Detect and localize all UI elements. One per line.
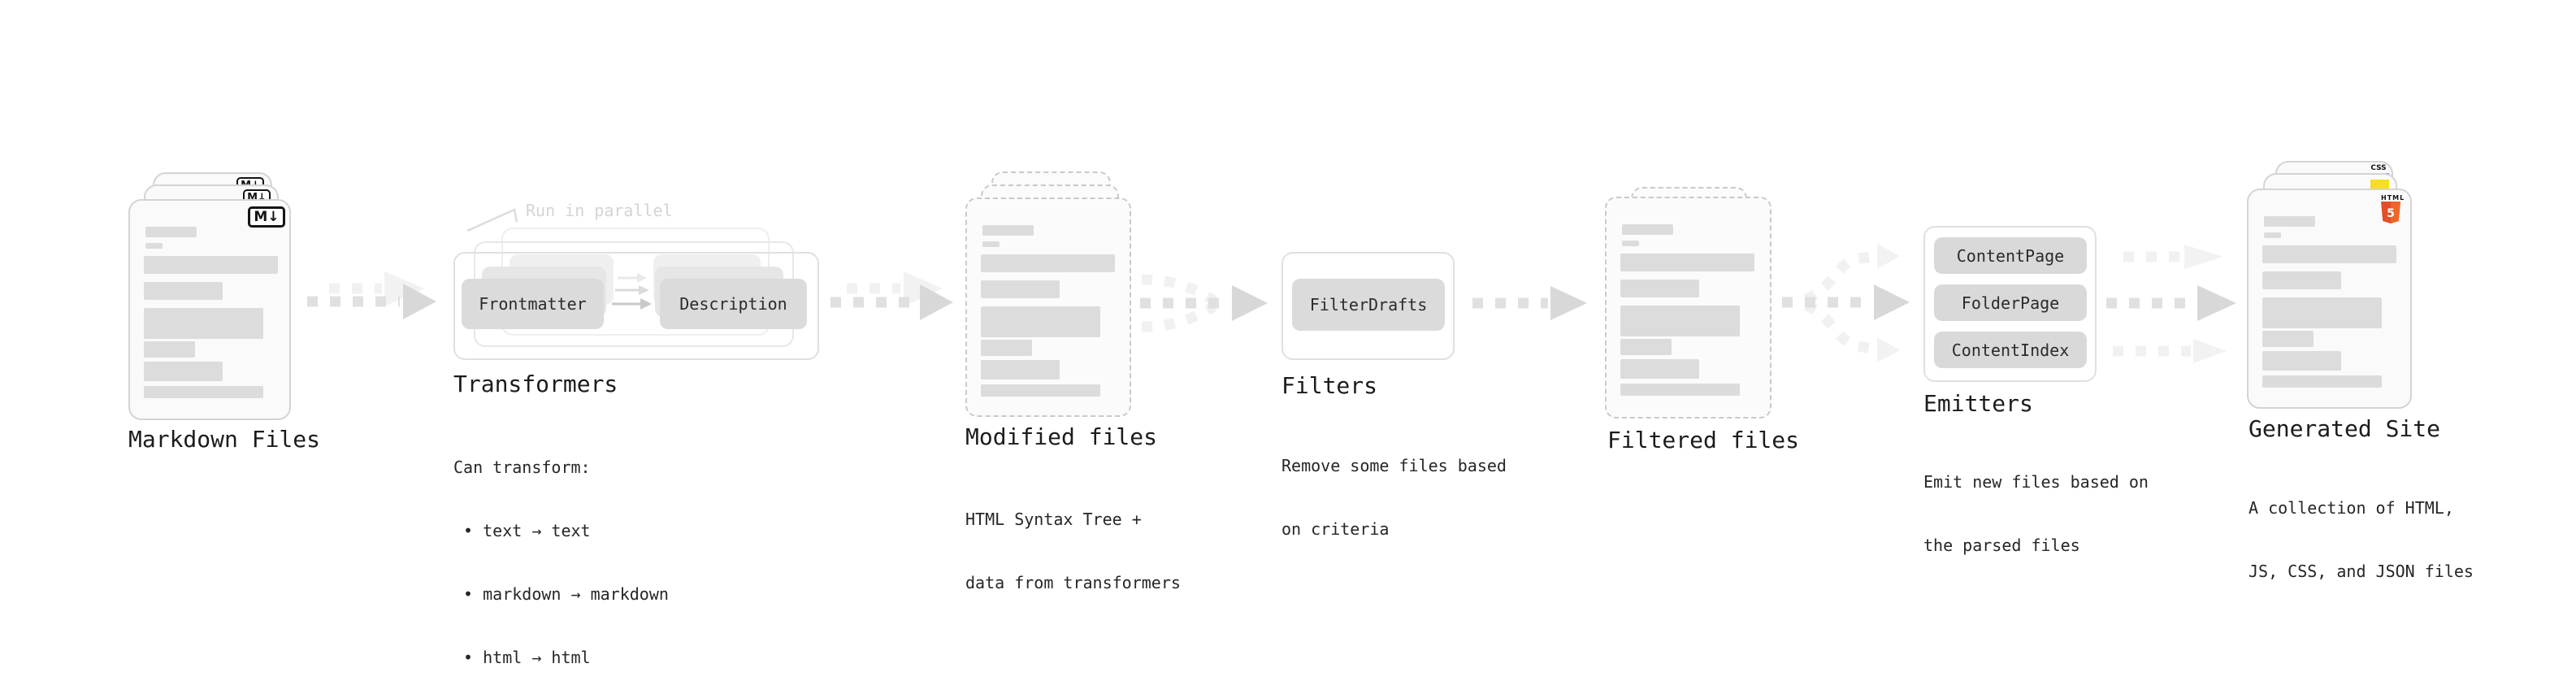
arrow-filters-to-filtered bbox=[1472, 286, 1587, 320]
arrow-markdown-to-transformers bbox=[307, 271, 436, 319]
placeholder-text-bar bbox=[144, 256, 278, 274]
modified-files-title: Modified files bbox=[965, 423, 1158, 450]
run-in-parallel-note: Run in parallel bbox=[526, 201, 673, 220]
caption-line: Remove some files based bbox=[1281, 456, 1507, 475]
caption-line: HTML Syntax Tree + bbox=[965, 510, 1142, 529]
caption-line: • markdown → markdown bbox=[453, 584, 669, 604]
html5-icon-label: HTML bbox=[2381, 194, 2405, 202]
placeholder-text-bar bbox=[982, 225, 1034, 236]
filterdrafts-box: FilterDrafts bbox=[1292, 279, 1445, 331]
transformer-frame-front bbox=[453, 252, 819, 360]
caption-line: the parsed files bbox=[1923, 536, 2080, 555]
html5-shield: 5 bbox=[2381, 202, 2400, 223]
folderpage-box: FolderPage bbox=[1934, 284, 2087, 321]
placeholder-text-bar bbox=[145, 227, 197, 237]
emitters-frame bbox=[1923, 226, 2097, 382]
caption-line: Emit new files based on bbox=[1923, 472, 2149, 492]
arrow-transformers-to-modified bbox=[830, 271, 953, 320]
svg-text:5: 5 bbox=[2387, 207, 2395, 220]
placeholder-text-bar bbox=[144, 282, 223, 300]
arrow-modified-to-filters-converge bbox=[1140, 274, 1268, 332]
arrow-filtered-to-emitters-fan bbox=[1782, 244, 1910, 362]
placeholder-text-bar bbox=[2262, 297, 2382, 328]
transformers-caption: Can transform: • text → text • markdown … bbox=[453, 414, 669, 681]
placeholder-text-bar bbox=[144, 341, 195, 358]
placeholder-text-bar bbox=[144, 362, 223, 381]
placeholder-text-bar bbox=[981, 340, 1032, 356]
placeholder-text-bar bbox=[981, 254, 1115, 272]
filters-caption: Remove some files based on criteria bbox=[1281, 413, 1507, 582]
js-icon bbox=[2370, 180, 2389, 189]
arrow-emitters-to-generated bbox=[2106, 245, 2236, 363]
placeholder-text-bar bbox=[144, 386, 263, 398]
placeholder-text-bar bbox=[2262, 245, 2396, 263]
generated-html-card: HTML 5 bbox=[2247, 189, 2412, 409]
placeholder-text-bar bbox=[981, 360, 1060, 380]
placeholder-text-bar bbox=[1620, 306, 1740, 336]
placeholder-text-bar bbox=[144, 308, 263, 339]
placeholder-text-bar bbox=[981, 384, 1100, 397]
placeholder-text-bar bbox=[2262, 351, 2341, 371]
emitters-caption: Emit new files based on the parsed files bbox=[1923, 429, 2149, 598]
caption-line: on criteria bbox=[1281, 519, 1390, 539]
modified-files-caption: HTML Syntax Tree + data from transformer… bbox=[965, 466, 1181, 635]
placeholder-text-bar bbox=[1620, 254, 1754, 271]
filtered-file-card-front bbox=[1605, 197, 1772, 419]
css-icon-label: CSS bbox=[2370, 164, 2387, 172]
caption-line: JS, CSS, and JSON files bbox=[2249, 562, 2474, 581]
frontmatter-box: Frontmatter bbox=[462, 279, 604, 329]
caption-line: A collection of HTML, bbox=[2249, 498, 2454, 518]
modified-file-card-front bbox=[965, 197, 1131, 417]
placeholder-text-bar bbox=[2264, 232, 2281, 238]
placeholder-text-bar bbox=[145, 243, 163, 249]
generated-site-title: Generated Site bbox=[2249, 415, 2441, 442]
caption-line: data from transformers bbox=[965, 573, 1181, 592]
caption-line: Can transform: bbox=[453, 458, 591, 477]
placeholder-text-bar bbox=[2262, 271, 2341, 289]
placeholder-text-bar bbox=[1620, 280, 1699, 297]
placeholder-text-bar bbox=[2264, 216, 2315, 227]
contentindex-box: ContentIndex bbox=[1934, 332, 2087, 368]
placeholder-text-bar bbox=[2262, 331, 2314, 347]
generated-site-caption: A collection of HTML, JS, CSS, and JSON … bbox=[2249, 455, 2474, 624]
placeholder-text-bar bbox=[1622, 224, 1673, 235]
caption-line: • text → text bbox=[453, 521, 591, 540]
placeholder-text-bar bbox=[982, 241, 1000, 247]
transformers-title: Transformers bbox=[453, 371, 618, 397]
markdown-file-card-front: M↓ bbox=[128, 199, 291, 420]
markdown-files-title: Markdown Files bbox=[128, 426, 321, 453]
placeholder-text-bar bbox=[1620, 384, 1740, 396]
html5-icon: HTML 5 bbox=[2381, 194, 2405, 227]
placeholder-text-bar bbox=[1622, 241, 1639, 246]
placeholder-text-bar bbox=[1620, 359, 1699, 379]
placeholder-text-bar bbox=[981, 306, 1100, 337]
placeholder-text-bar bbox=[1620, 339, 1672, 355]
filters-title: Filters bbox=[1281, 372, 1378, 399]
contentpage-box: ContentPage bbox=[1934, 237, 2087, 274]
placeholder-text-bar bbox=[2262, 375, 2382, 388]
filtered-files-title: Filtered files bbox=[1607, 427, 1800, 453]
placeholder-text-bar bbox=[981, 280, 1060, 298]
emitters-title: Emitters bbox=[1923, 390, 2033, 417]
filters-frame bbox=[1281, 252, 1455, 360]
caption-line: • html → html bbox=[453, 648, 591, 667]
description-box: Description bbox=[660, 279, 807, 329]
markdown-icon: M↓ bbox=[248, 206, 285, 228]
